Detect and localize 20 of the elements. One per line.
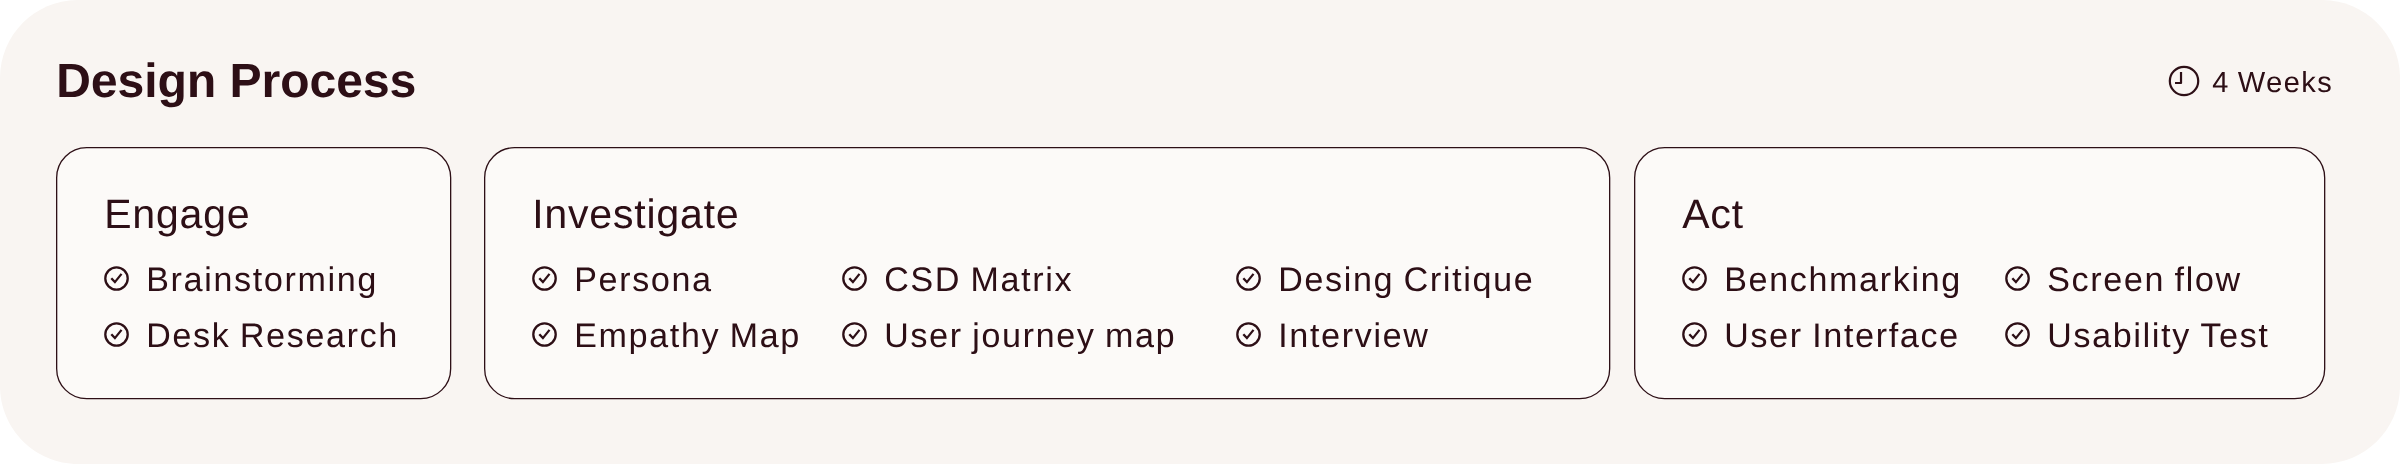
list-item: CSD Matrix [885, 266, 1072, 292]
list-item: Usability Test [2049, 322, 2268, 355]
list-item: Brainstorming [149, 266, 375, 299]
heading: Act [1682, 199, 1743, 229]
list-item: Desing Critique [1281, 266, 1532, 299]
rounded-box [484, 147, 1611, 400]
list-item: Persona [577, 267, 712, 292]
list-item: Interview [1281, 322, 1428, 348]
rounded-box [56, 147, 452, 400]
title: Design Process [59, 62, 415, 108]
list-item: Empathy Map [577, 322, 798, 355]
heading: Engage [107, 199, 248, 237]
list-item: User journey map [886, 322, 1174, 355]
list-item: User Interface [1726, 322, 1957, 348]
list-item: Screen flow [2048, 266, 2241, 292]
list-item: Benchmarking [1727, 266, 1959, 299]
list-item: Desk Research [149, 322, 396, 348]
rounded-box [1634, 147, 2326, 400]
duration-label: 4 Weeks [2212, 71, 2331, 93]
heading: Investigate [536, 198, 737, 237]
